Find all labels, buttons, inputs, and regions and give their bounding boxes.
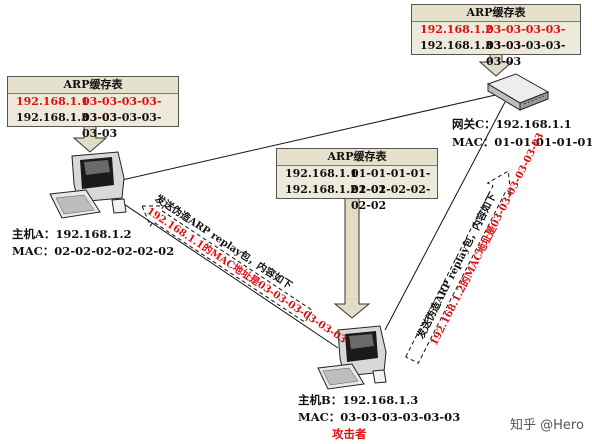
arp-table-host-a: ARP缓存表 192.168.1.1 03-03-03-03-03-03 192… xyxy=(7,76,179,140)
forged-reply-arrow-to-a xyxy=(141,205,314,323)
callout-arrow-host-a xyxy=(72,125,108,153)
gateway-mac-label: MAC：01-01-01-01-01-01 xyxy=(452,135,592,149)
switch-icon-gateway xyxy=(486,73,550,111)
arp-row-ip: 192.168.1.2 xyxy=(420,23,493,36)
host-a-mac-label: MAC：02-02-02-02-02-02 xyxy=(12,244,175,258)
arp-table-title: ARP缓存表 xyxy=(8,77,178,94)
arp-table-title: ARP缓存表 xyxy=(412,5,580,22)
arp-row-mac: 02-02-02-02-02-02 xyxy=(351,183,431,212)
arp-row-mac: 03-03-03-03-03-03 xyxy=(486,23,566,52)
link-gateway-to-b xyxy=(384,101,506,331)
callout-arrow-host-b xyxy=(333,193,371,319)
arp-table-row: 192.168.1.2 02-02-02-02-02-02 xyxy=(277,182,437,212)
watermark: 知乎 @Hero xyxy=(510,418,584,433)
computer-icon-host-b xyxy=(317,325,387,390)
arp-row-ip: 192.168.1.1 xyxy=(16,95,89,108)
arp-table-row: 192.168.1.2 03-03-03-03-03-03 xyxy=(412,22,580,52)
arp-table-row: 192.168.1.3 03-03-03-03-03-03 xyxy=(8,110,178,140)
gateway-ip-label: 网关C：192.168.1.1 xyxy=(452,117,572,131)
arp-row-mac: 01-01-01-01-01-01 xyxy=(351,167,431,196)
arp-row-ip: 192.168.1.2 xyxy=(285,183,358,196)
arp-table-host-b: ARP缓存表 192.168.1.1 01-01-01-01-01-01 192… xyxy=(276,148,438,212)
arp-row-ip: 192.168.1.1 xyxy=(285,167,358,180)
host-b-ip-label: 主机B：192.168.1.3 xyxy=(298,393,419,407)
host-b-mac-label: MAC：03-03-03-03-03-03 xyxy=(298,410,461,424)
link-a-to-b xyxy=(111,195,339,349)
arp-row-mac: 03-03-03-03-03-03 xyxy=(82,111,162,140)
arp-row-ip: 192.168.1.3 xyxy=(16,111,89,124)
arp-table-gateway: ARP缓存表 192.168.1.2 03-03-03-03-03-03 192… xyxy=(411,4,581,68)
arp-table-row: 192.168.1.1 03-03-03-03-03-03 xyxy=(8,94,178,124)
arp-row-mac: 03-03-03-03-03-03 xyxy=(82,95,162,124)
arp-row-ip: 192.168.1.3 xyxy=(420,39,493,52)
forged-reply-arrow-to-c xyxy=(405,170,512,364)
attacker-label: 攻击者 xyxy=(332,427,367,441)
arp-table-row: 192.168.1.3 03-03-03-03-03-03 xyxy=(412,38,580,68)
computer-icon-host-a xyxy=(49,151,127,219)
arp-row-mac: 03-03-03-03-03-03 xyxy=(486,39,566,68)
link-a-to-gateway xyxy=(121,93,501,181)
arp-table-row: 192.168.1.1 01-01-01-01-01-01 xyxy=(277,166,437,196)
host-a-ip-label: 主机A：192.168.1.2 xyxy=(12,227,132,241)
arp-table-title: ARP缓存表 xyxy=(277,149,437,166)
